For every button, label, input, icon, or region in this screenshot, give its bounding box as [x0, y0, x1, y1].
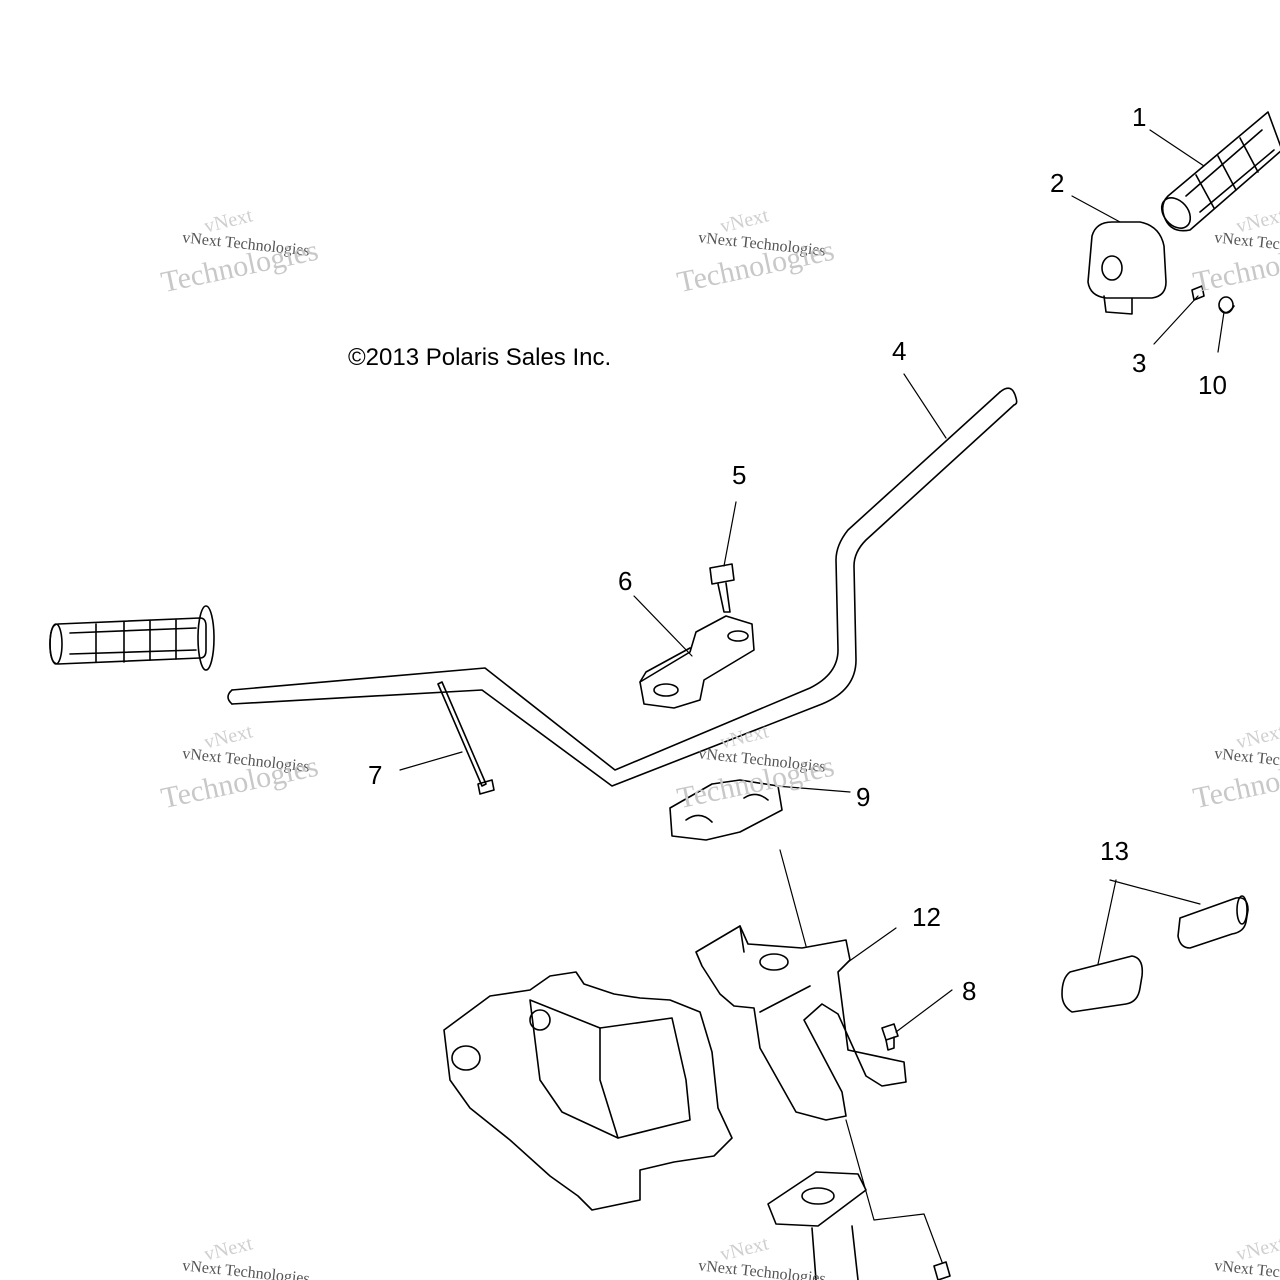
callout-7: 7	[368, 760, 383, 790]
pod-housing	[443, 971, 733, 1211]
callout-6: 6	[618, 566, 633, 596]
cylinder-part-13	[1061, 895, 1249, 1013]
bracket-part-12	[695, 925, 907, 1121]
long-bolt-part-7	[437, 681, 495, 795]
callout-4: 4	[892, 336, 907, 366]
leader-lines	[399, 129, 1225, 1263]
callout-10: 10	[1198, 370, 1227, 400]
cap-part-10	[1218, 296, 1235, 314]
right-grip-part-1	[1160, 111, 1280, 232]
callout-2: 2	[1050, 168, 1065, 198]
callout-13: 13	[1100, 836, 1129, 866]
callout-5: 5	[732, 460, 747, 490]
callout-12: 12	[912, 902, 941, 932]
left-grip	[49, 605, 215, 671]
upper-clamp-part-6	[639, 615, 755, 709]
bolt-part-5	[709, 563, 735, 613]
callout-1: 1	[1132, 102, 1147, 132]
handlebar-part-4	[227, 387, 1018, 787]
callout-9: 9	[856, 782, 871, 812]
copyright-notice: ©2013 Polaris Sales Inc.	[348, 344, 612, 371]
bolt-part-8	[881, 1023, 899, 1051]
callout-3: 3	[1132, 348, 1147, 378]
callout-8: 8	[962, 976, 977, 1006]
lower-clamp-part-9	[669, 779, 783, 841]
throttle-housing-part-2	[1087, 221, 1167, 315]
steering-column	[767, 1171, 951, 1280]
screw-part-3	[1191, 285, 1205, 301]
